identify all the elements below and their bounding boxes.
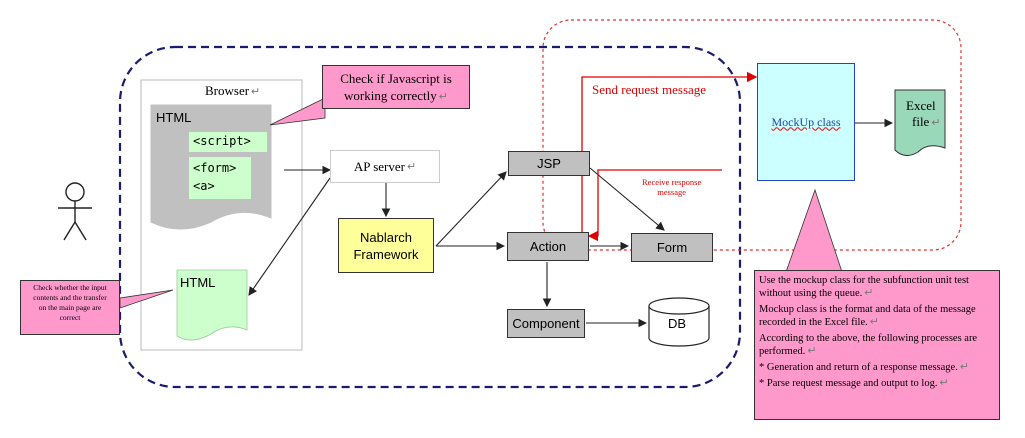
main-html-label: HTML: [156, 110, 192, 125]
ap-server-box: AP server↵: [330, 150, 440, 183]
arrow-send-request: [581, 71, 758, 236]
component-box: Component: [507, 309, 585, 338]
system-boundary: [118, 45, 742, 389]
mockup-class-box: MockUp class: [757, 63, 855, 181]
mockup-boundary: [542, 19, 962, 251]
receive-response-label: Receive response message: [642, 177, 702, 197]
arrow-framework-to-jsp: [435, 171, 507, 247]
browser-title: Browser↵: [205, 83, 261, 98]
callout-input-tail: [119, 289, 174, 309]
callout-input-check: Check whether the input contents and the…: [20, 280, 120, 335]
script-tag-box: <script>: [189, 132, 267, 152]
arrow-receive-response: [587, 169, 722, 242]
callout-mockup-note: Use the mockup class for the subfunction…: [754, 270, 1000, 420]
db-cylinder: [648, 297, 710, 347]
callout-mockup-tail: [785, 188, 843, 273]
excel-file-document: [894, 89, 946, 156]
jsp-box: JSP: [508, 151, 590, 176]
form-box: Form: [631, 233, 713, 262]
sub-html-document: [176, 269, 248, 341]
callout-javascript-tail: [269, 97, 326, 126]
nablarch-framework-box: Nablarch Framework: [338, 218, 434, 273]
arrow-apserver-to-subhtml: [248, 177, 331, 296]
form-tag-box: <form> <a>: [189, 157, 251, 199]
db-label: DB: [668, 316, 687, 331]
sub-html-label: HTML: [180, 275, 216, 290]
send-request-label: Send request message: [592, 82, 707, 97]
callout-javascript: Check if Javascript is working correctly…: [322, 65, 470, 109]
arrow-jsp-to-form: [589, 167, 665, 231]
excel-file-label: Excel file↵: [906, 98, 941, 129]
action-box: Action: [507, 232, 589, 261]
browser-frame: [140, 79, 303, 351]
user-icon: [58, 182, 92, 241]
